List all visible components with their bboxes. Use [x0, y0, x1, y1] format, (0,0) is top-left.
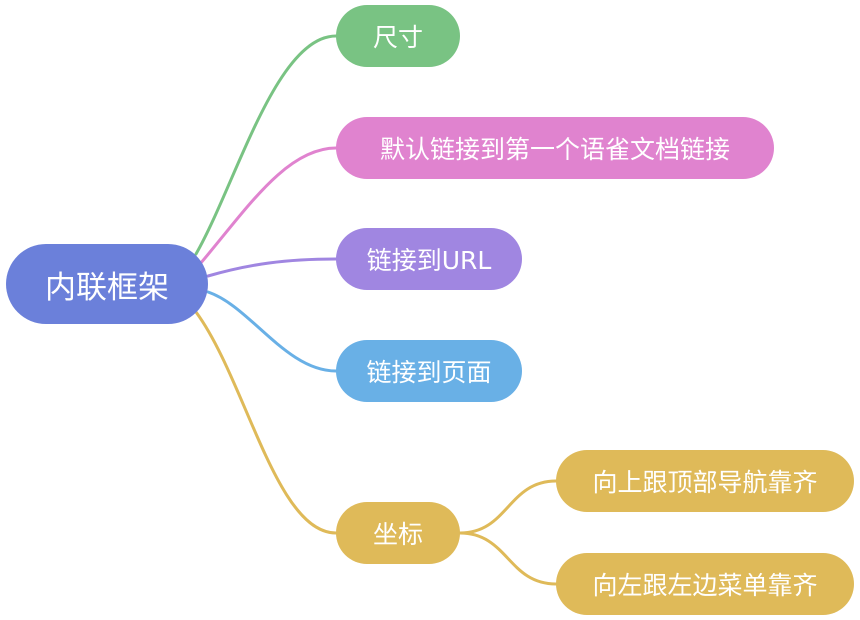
root-node-label: 内联框架	[45, 269, 169, 306]
branch-node-label: 链接到页面	[366, 358, 492, 387]
edge-coordinate-align-left	[458, 531, 558, 586]
child-node-align-left-menu[interactable]: 向左跟左边菜单靠齐	[556, 553, 854, 615]
edge-coordinate-align-top	[458, 479, 558, 535]
branch-node-link-url[interactable]: 链接到URL	[336, 228, 522, 290]
branch-node-label: 链接到URL	[366, 246, 492, 275]
child-node-label: 向左跟左边菜单靠齐	[592, 571, 818, 600]
edge-root-default-link	[198, 146, 338, 266]
edge-root-link-page	[206, 290, 338, 373]
branch-node-label: 坐标	[372, 520, 423, 549]
branch-node-label: 默认链接到第一个语雀文档链接	[379, 135, 730, 164]
root-node[interactable]: 内联框架	[6, 244, 208, 324]
child-node-align-top-nav[interactable]: 向上跟顶部导航靠齐	[556, 450, 854, 512]
edge-root-size	[194, 34, 338, 256]
branch-node-link-page[interactable]: 链接到页面	[336, 340, 522, 402]
branch-node-size[interactable]: 尺寸	[336, 5, 460, 67]
edge-root-coordinate	[194, 310, 338, 535]
branch-node-default-link[interactable]: 默认链接到第一个语雀文档链接	[336, 117, 774, 179]
child-node-label: 向上跟顶部导航靠齐	[592, 468, 818, 497]
branch-node-coordinate[interactable]: 坐标	[336, 502, 460, 564]
branch-node-label: 尺寸	[372, 23, 423, 52]
edge-root-link-url	[206, 257, 338, 278]
